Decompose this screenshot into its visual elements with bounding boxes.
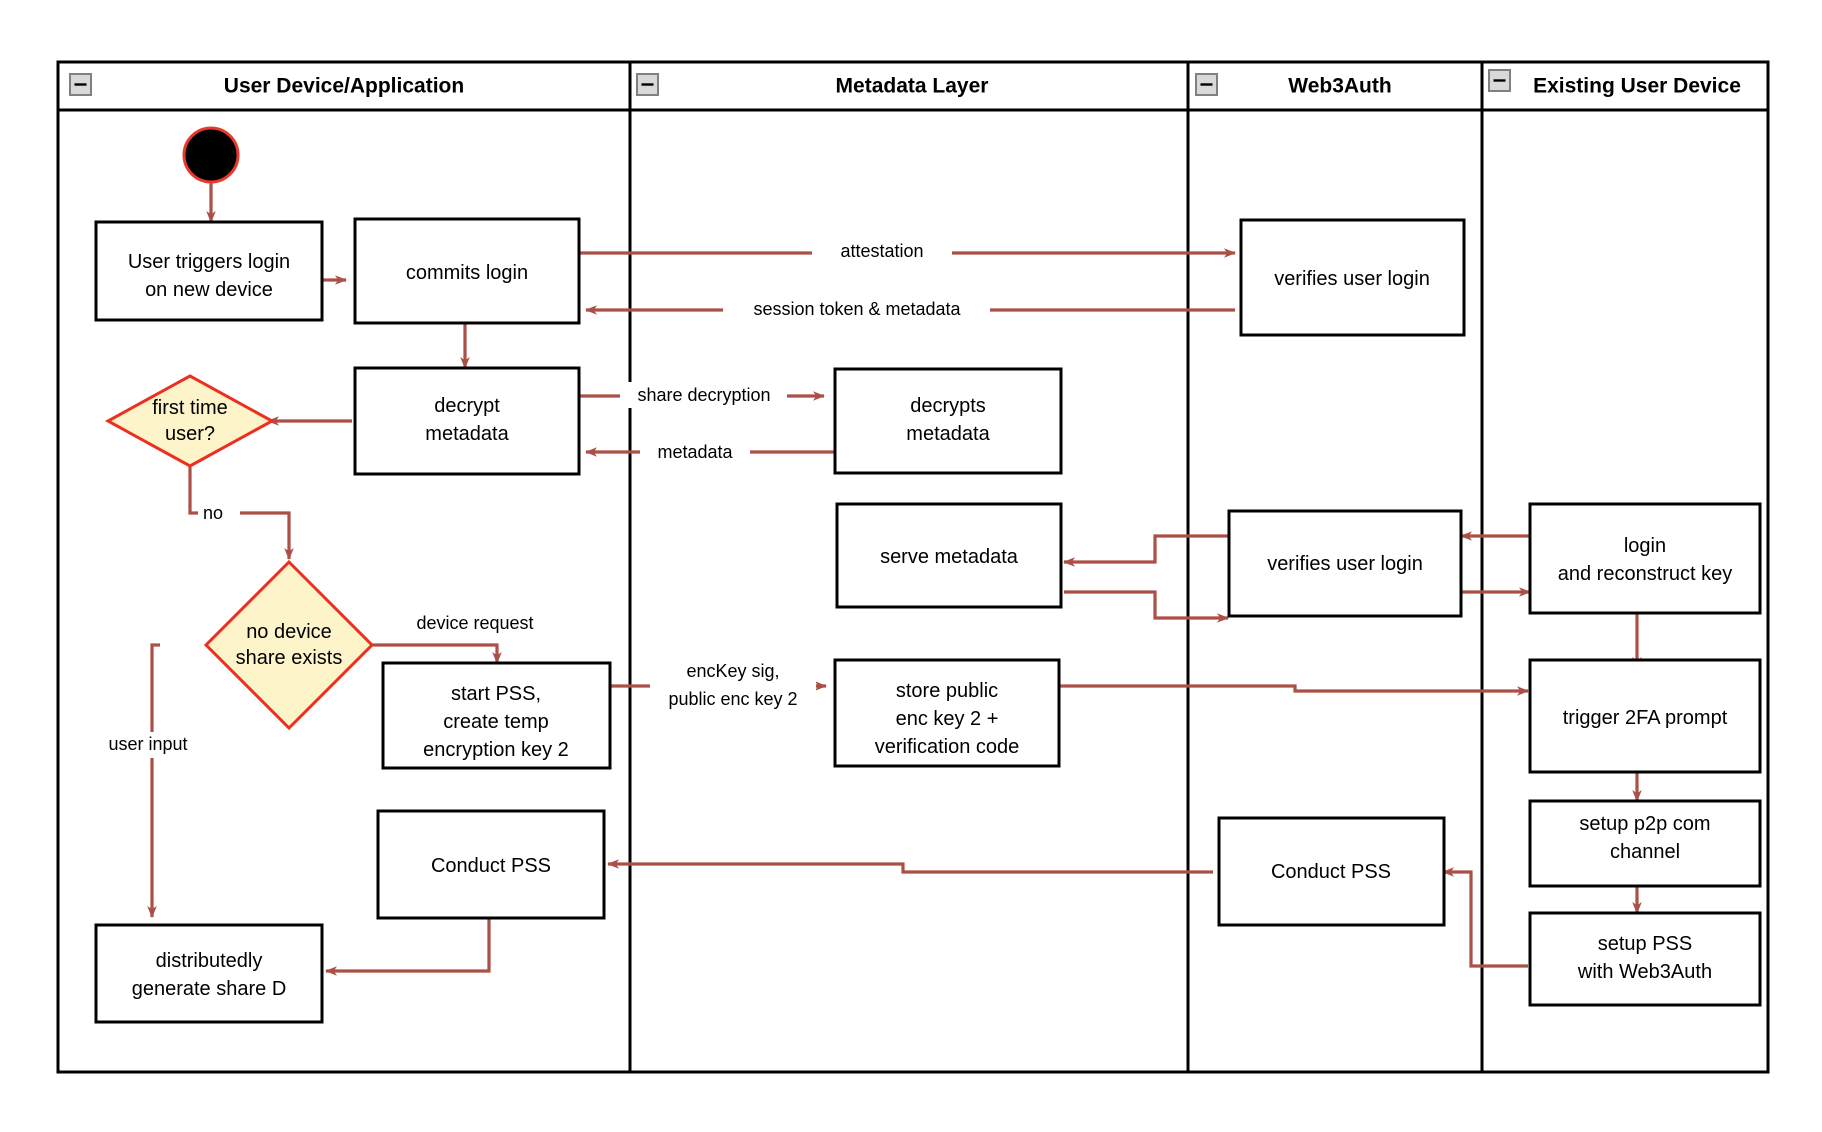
edge-label-public-enc-key: public enc key 2 — [668, 689, 797, 709]
node-decrypt-metadata[interactable]: decrypt metadata — [353, 366, 581, 476]
node-label-line: user? — [165, 423, 215, 445]
node-commits-login[interactable]: commits login — [353, 217, 581, 325]
edge-label-device-request: device request — [416, 613, 533, 633]
edge-label-metadata: metadata — [657, 442, 733, 462]
edge-setuppss-to-conductpss-web3auth — [1442, 867, 1528, 968]
node-label-line: channel — [1610, 841, 1680, 863]
node-first-time-user[interactable]: first time user? — [104, 374, 276, 468]
node-label-line: decrypt — [434, 395, 500, 417]
node-label-line: verifies user login — [1274, 268, 1430, 290]
node-start[interactable] — [182, 126, 240, 184]
node-start-pss[interactable]: start PSS, create temp encryption key 2 — [381, 661, 612, 770]
node-label-line: distributedly — [156, 950, 263, 972]
node-login-reconstruct-key[interactable]: login and reconstruct key — [1528, 502, 1762, 615]
node-no-device-share-exists[interactable]: no device share exists — [203, 559, 375, 731]
node-label-line: verifies user login — [1267, 553, 1423, 575]
node-label-line: share exists — [236, 647, 343, 669]
node-label-line: Conduct PSS — [1271, 861, 1391, 883]
node-label-line: and reconstruct key — [1558, 563, 1733, 585]
edge-label-no: no — [203, 503, 223, 523]
node-label-line: store public — [896, 680, 998, 702]
collapse-icon-lane-existing-device[interactable] — [1488, 69, 1511, 92]
node-label-line: verification code — [875, 736, 1020, 758]
node-label-line: decrypts — [910, 395, 986, 417]
node-label-line: setup PSS — [1598, 933, 1693, 955]
node-verifies-user-login-mid[interactable]: verifies user login — [1227, 509, 1463, 618]
node-label-line: create temp — [443, 711, 549, 733]
lane-title-user-device: User Device/Application — [224, 75, 464, 98]
node-label-line: first time — [152, 397, 228, 419]
edge-label-user-input: user input — [108, 734, 187, 754]
node-label-line: login — [1624, 535, 1666, 557]
lane-title-metadata: Metadata Layer — [836, 75, 989, 98]
lane-title-web3auth: Web3Auth — [1288, 75, 1391, 98]
node-label-line: with Web3Auth — [1577, 961, 1712, 983]
collapse-icon-lane-user-device[interactable] — [69, 73, 92, 96]
swimlane-frame — [56, 60, 1770, 1074]
node-setup-pss-with-web3auth[interactable]: setup PSS with Web3Auth — [1528, 911, 1762, 1007]
node-conduct-pss-user[interactable]: Conduct PSS — [376, 809, 606, 920]
node-store-public-enc-key[interactable]: store public enc key 2 + verification co… — [833, 658, 1061, 768]
node-conduct-pss-web3auth[interactable]: Conduct PSS — [1217, 816, 1446, 927]
edge-label-attestation: attestation — [840, 241, 923, 261]
edge-store-to-trigger2fa — [1059, 684, 1529, 696]
collapse-icon-lane-web3auth[interactable] — [1195, 73, 1218, 96]
node-label-line: metadata — [425, 423, 509, 445]
collapse-icon-lane-metadata[interactable] — [636, 73, 659, 96]
node-label-line: commits login — [406, 262, 528, 284]
edge-user-input — [147, 643, 160, 918]
node-label-line: trigger 2FA prompt — [1563, 707, 1728, 729]
node-label-line: start PSS, — [451, 683, 541, 705]
node-label-line: User triggers login — [128, 251, 290, 273]
node-distributedly-generate-share-d[interactable]: distributedly generate share D — [94, 923, 324, 1024]
node-verifies-user-login-top[interactable]: verifies user login — [1239, 218, 1466, 337]
node-label-line: metadata — [906, 423, 990, 445]
edge-label-session-token: session token & metadata — [753, 299, 961, 319]
node-trigger-2fa-prompt[interactable]: trigger 2FA prompt — [1528, 658, 1762, 774]
edge-serve-to-verifies-mid — [1064, 590, 1229, 623]
node-decrypts-metadata[interactable]: decrypts metadata — [833, 367, 1063, 475]
edge-conductpss-web3auth-to-user — [607, 859, 1213, 874]
node-label-line: generate share D — [132, 978, 287, 1000]
edge-label-share-decryption: share decryption — [637, 385, 770, 405]
edge-labels: attestation session token & metadata sha… — [92, 238, 990, 758]
node-setup-p2p-com-channel[interactable]: setup p2p com channel — [1528, 799, 1762, 888]
edge-conductpss-to-generate-share — [325, 918, 491, 976]
node-user-triggers-login[interactable]: User triggers login on new device — [94, 220, 324, 322]
node-label-line: setup p2p com — [1579, 813, 1710, 835]
lane-title-existing-device: Existing User Device — [1533, 75, 1741, 98]
node-label-line: Conduct PSS — [431, 855, 551, 877]
node-serve-metadata[interactable]: serve metadata — [835, 502, 1063, 609]
node-label-line: serve metadata — [880, 546, 1019, 568]
node-label-line: encryption key 2 — [423, 739, 569, 761]
node-label-line: enc key 2 + — [896, 708, 999, 730]
edge-label-enckey-sig: encKey sig, — [686, 661, 779, 681]
edge-verifies-mid-to-serve — [1063, 534, 1228, 567]
node-label-line: no device — [246, 621, 332, 643]
node-label-line: on new device — [145, 279, 273, 301]
edge-device-request — [368, 643, 502, 664]
